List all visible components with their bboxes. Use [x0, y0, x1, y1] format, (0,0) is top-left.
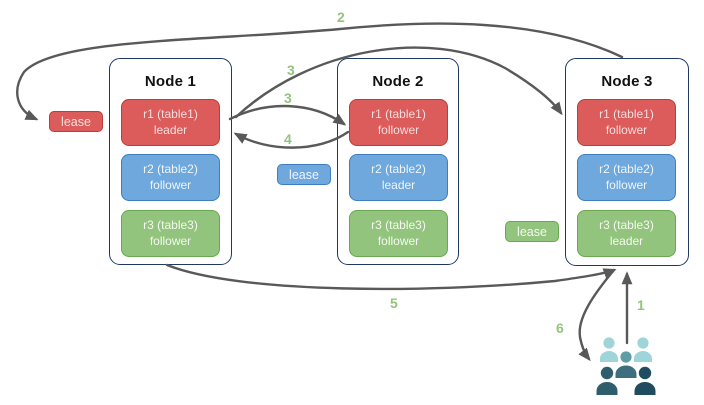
lease-badge-table1: lease: [49, 111, 103, 132]
replica-label: r2 (table2): [599, 161, 654, 176]
lease-badge-table2: lease: [277, 164, 331, 185]
node-3-title: Node 3: [601, 73, 653, 90]
replica-label: r1 (table1): [371, 106, 426, 121]
replica-label: r1 (table1): [143, 106, 198, 121]
node3-replica-r2-table2-follower: r2 (table2) follower: [577, 154, 676, 201]
node2-replica-r3-table3-follower: r3 (table3) follower: [349, 210, 448, 257]
step-label-2: 2: [337, 9, 345, 25]
replica-label: r2 (table2): [371, 161, 426, 176]
step-label-4: 4: [284, 131, 292, 147]
users-group-icon: [596, 337, 656, 395]
node2-replica-r2-table2-leader: r2 (table2) leader: [349, 154, 448, 201]
arrow-step-4: [233, 130, 350, 149]
replica-label: r1 (table1): [599, 106, 654, 121]
arrow-step-2: [16, 22, 624, 121]
replica-role: follower: [605, 122, 648, 137]
node-1-title: Node 1: [144, 73, 197, 90]
replica-role: leader: [381, 177, 416, 192]
node-1-box: Node 1 r1 (table1) leader r2 (table2) fo…: [109, 58, 232, 265]
node-2-box: Node 2 r1 (table1) follower r2 (table2) …: [337, 58, 459, 265]
arrow-step-6: [578, 268, 616, 362]
step-label-1: 1: [637, 297, 645, 313]
node1-replica-r3-table3-follower: r3 (table3) follower: [121, 210, 220, 257]
step-label-3a: 3: [287, 62, 295, 78]
lease-badge-table3: lease: [505, 221, 559, 242]
node1-replica-r2-table2-follower: r2 (table2) follower: [121, 154, 220, 201]
replica-role: leader: [153, 122, 188, 137]
replica-label: r3 (table3): [371, 217, 426, 232]
replica-label: r3 (table3): [143, 217, 198, 232]
step-label-6: 6: [556, 320, 564, 336]
replica-role: follower: [377, 122, 420, 137]
node3-replica-r1-table1-follower: r1 (table1) follower: [577, 99, 676, 146]
step-label-5: 5: [390, 295, 398, 311]
replica-role: follower: [377, 233, 420, 248]
replica-role: follower: [149, 233, 192, 248]
node-3-box: Node 3 r1 (table1) follower r2 (table2) …: [565, 58, 689, 266]
step-label-3b: 3: [284, 90, 292, 106]
node3-replica-r3-table3-leader: r3 (table3) leader: [577, 210, 676, 257]
replica-role: leader: [609, 233, 644, 248]
arrow-step-3-to-node2: [228, 104, 347, 126]
replica-role: follower: [605, 177, 648, 192]
replica-role: follower: [149, 177, 192, 192]
replica-label: r2 (table2): [143, 161, 198, 176]
node-2-title: Node 2: [372, 73, 424, 90]
node1-replica-r1-table1-leader: r1 (table1) leader: [121, 99, 220, 146]
arrow-step-5: [165, 263, 617, 291]
node2-replica-r1-table1-follower: r1 (table1) follower: [349, 99, 448, 146]
replica-label: r3 (table3): [599, 217, 654, 232]
